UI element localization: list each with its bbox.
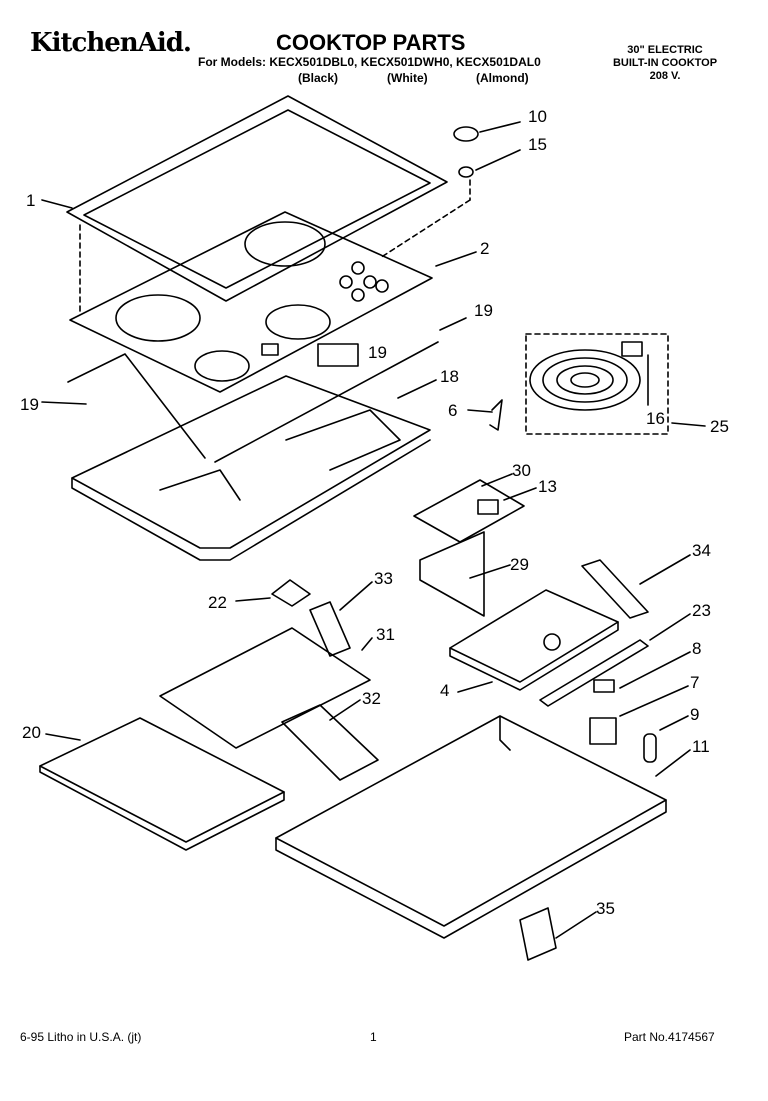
part-4-control-board	[449, 589, 619, 691]
callout-4: 4	[440, 681, 449, 700]
callout-13: 13	[538, 477, 557, 496]
callout-33: 33	[374, 569, 393, 588]
callout-23: 23	[692, 601, 711, 620]
callout-2: 2	[480, 239, 489, 258]
part-32-bracket	[281, 704, 379, 781]
spec-line-2: BUILT-IN COOKTOP	[612, 57, 718, 69]
callout-1: 1	[26, 191, 35, 210]
callout-25: 25	[710, 417, 729, 436]
part-35-bracket	[519, 907, 557, 961]
callout-19b: 19	[368, 343, 387, 362]
part-9-fuse	[643, 733, 657, 763]
callout-19c: 19	[20, 395, 39, 414]
alignment-lines	[79, 179, 471, 313]
part-25-element	[525, 333, 706, 435]
callout-9: 9	[690, 705, 699, 724]
callout-11: 11	[692, 737, 710, 756]
part-10-15-knob	[453, 121, 521, 178]
part-2-glass-top	[69, 211, 433, 393]
part-8-part	[593, 679, 615, 693]
callout-16: 16	[646, 409, 665, 428]
part-6-clip	[489, 399, 503, 431]
callout-31: 31	[376, 625, 395, 644]
part-33-bracket	[309, 601, 351, 657]
spec-line-3: 208 V.	[649, 70, 681, 82]
color-black: (Black)	[298, 71, 339, 85]
callout-20: 20	[22, 723, 41, 742]
part-18-chassis	[71, 375, 431, 561]
part-29-panel	[419, 531, 485, 617]
callout-30: 30	[512, 461, 531, 480]
color-almond: (Almond)	[476, 71, 529, 85]
callout-10: 10	[528, 107, 547, 126]
callout-18: 18	[440, 367, 459, 386]
part-34-strip	[581, 559, 649, 619]
callout-19a: 19	[474, 301, 493, 320]
part-30-13-bracket	[413, 479, 525, 543]
part-number: Part No.4174567	[624, 1030, 715, 1044]
callout-8: 8	[692, 639, 701, 658]
page-number: 1	[370, 1030, 377, 1044]
callout-34: 34	[692, 541, 711, 560]
spec-line-1: 30" ELECTRIC	[627, 44, 703, 56]
callout-6: 6	[448, 401, 457, 420]
callout-15: 15	[528, 135, 547, 154]
part-11-box	[275, 715, 667, 939]
callout-29: 29	[510, 555, 529, 574]
part-22-block	[271, 579, 311, 607]
part-23-strip	[539, 639, 649, 707]
callout-7: 7	[690, 673, 699, 692]
page-title: COOKTOP PARTS	[276, 30, 466, 55]
callout-22: 22	[208, 593, 227, 612]
part-1-frame	[66, 95, 448, 302]
part-7-switch	[589, 717, 617, 745]
callout-35: 35	[596, 899, 615, 918]
color-white: (White)	[387, 71, 428, 85]
models-line: For Models: KECX501DBL0, KECX501DWH0, KE…	[198, 55, 541, 69]
kitchenaid-logo: KitchenAid.	[30, 28, 192, 58]
part-31-tray	[159, 627, 371, 749]
litho-note: 6-95 Litho in U.S.A. (jt)	[20, 1030, 142, 1044]
part-19-seals	[67, 341, 439, 463]
callout-32: 32	[362, 689, 381, 708]
leader-lines	[41, 199, 691, 939]
part-20-panel	[39, 717, 285, 851]
